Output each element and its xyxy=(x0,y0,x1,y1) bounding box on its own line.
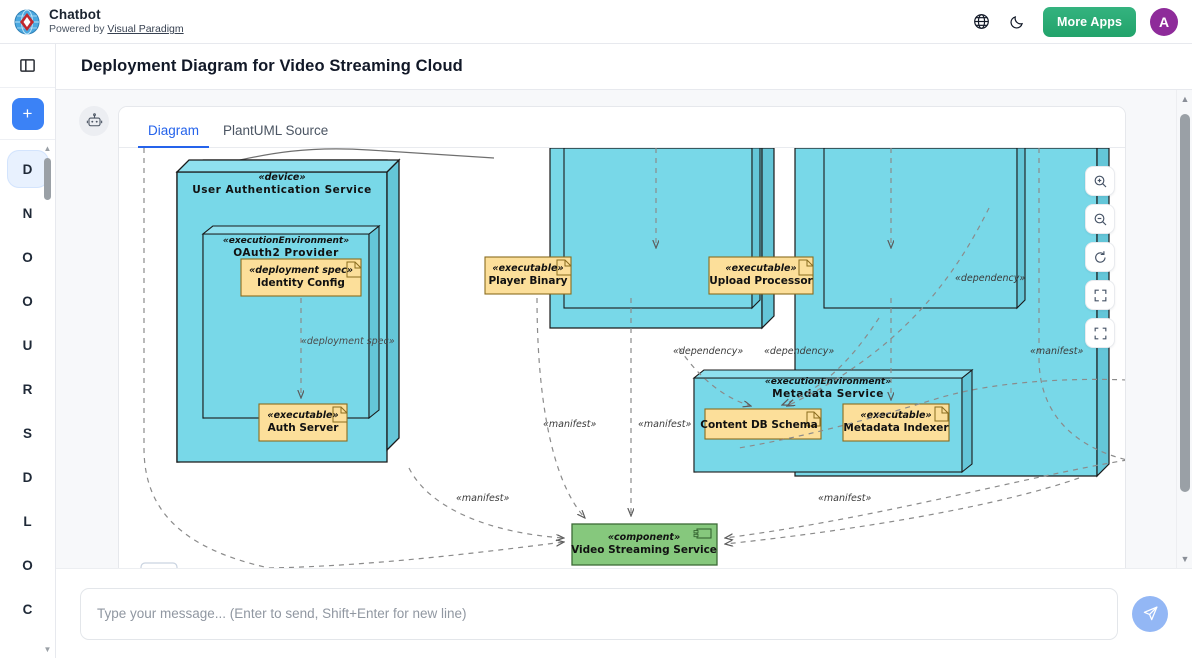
svg-text:Video Streaming Service: Video Streaming Service xyxy=(571,544,717,556)
svg-text:OAuth2 Provider: OAuth2 Provider xyxy=(233,247,339,259)
page-title: Deployment Diagram for Video Streaming C… xyxy=(81,57,463,75)
diagram-tabs: Diagram PlantUML Source xyxy=(119,107,1125,148)
artifact-auth-server: «executable» Auth Server xyxy=(258,403,348,442)
svg-text:Auth Server: Auth Server xyxy=(268,422,340,434)
rail-item-8[interactable]: L xyxy=(23,513,32,529)
node-oauth2-provider: «executionEnvironment» OAuth2 Provider xyxy=(201,224,381,420)
clipped-bottom-left-shape xyxy=(140,562,178,568)
artifact-metadata-indexer: «executable» Metadata Indexer xyxy=(842,403,950,442)
new-chat-button[interactable]: + xyxy=(11,97,44,130)
zoom-toolbar xyxy=(1085,166,1115,348)
zoom-out-icon[interactable] xyxy=(1085,204,1115,234)
rail-item-10[interactable]: C xyxy=(22,601,33,617)
rail-item-9[interactable]: O xyxy=(22,557,33,573)
chat-composer xyxy=(56,568,1192,658)
edge-label: «dependency» xyxy=(955,273,1025,284)
svg-text:«executionEnvironment»: «executionEnvironment» xyxy=(223,236,349,246)
artifact-upload-processor: «executable» Upload Processor xyxy=(708,256,814,295)
language-globe-icon[interactable] xyxy=(971,11,993,33)
focus-icon[interactable] xyxy=(1085,318,1115,348)
conversation-list: D N O O U R S D L O C ▲ ▼ xyxy=(0,140,55,658)
svg-text:Upload Processor: Upload Processor xyxy=(709,275,813,287)
diagram-card: Diagram PlantUML Source xyxy=(118,106,1126,568)
top-header: Chatbot Powered by Visual Paradigm Mor xyxy=(0,0,1192,44)
uml-deployment-diagram: «device» User Authentication Service «ex… xyxy=(140,148,1125,568)
page-title-bar: Deployment Diagram for Video Streaming C… xyxy=(56,44,1192,90)
brand-text: Chatbot Powered by Visual Paradigm xyxy=(49,6,184,35)
svg-text:«deployment spec»: «deployment spec» xyxy=(301,336,395,347)
svg-text:Metadata Service: Metadata Service xyxy=(772,388,884,400)
workspace-scrollbar[interactable]: ▲ ▼ xyxy=(1176,90,1192,568)
rail-item-0[interactable]: D xyxy=(6,150,49,188)
workspace-scroll-down-icon[interactable]: ▼ xyxy=(1180,554,1190,564)
svg-text:«executable»: «executable» xyxy=(492,263,563,274)
workspace-scroll-up-icon[interactable]: ▲ xyxy=(1180,94,1190,104)
new-chat-container: + xyxy=(0,88,55,140)
svg-text:«executable»: «executable» xyxy=(267,410,338,421)
edge-label: «dependency» xyxy=(764,346,834,357)
svg-text:«deployment spec»: «deployment spec» xyxy=(249,265,353,276)
rail-scrollbar[interactable]: ▲ ▼ xyxy=(43,144,52,654)
component-video-streaming-service: «component» Video Streaming Service xyxy=(571,523,718,566)
zoom-in-icon[interactable] xyxy=(1085,166,1115,196)
rail-item-4[interactable]: U xyxy=(22,337,33,353)
svg-text:Player Binary: Player Binary xyxy=(488,275,567,287)
svg-text:Content DB Schema: Content DB Schema xyxy=(700,419,817,431)
edge-label: «dependency» xyxy=(673,346,743,357)
svg-text:Identity Config: Identity Config xyxy=(257,277,345,289)
svg-text:«executable»: «executable» xyxy=(725,263,796,274)
node-metadata-service: «executionEnvironment» Metadata Service … xyxy=(692,368,974,474)
rail-item-5[interactable]: R xyxy=(22,381,33,397)
edge-label: «manifest» xyxy=(818,493,871,504)
reset-view-icon[interactable] xyxy=(1085,242,1115,272)
rail-item-3[interactable]: O xyxy=(22,293,33,309)
edge-label: «manifest» xyxy=(456,493,509,504)
node-middle-clipped xyxy=(549,148,775,330)
svg-text:«component»: «component» xyxy=(608,532,680,543)
send-icon[interactable] xyxy=(1132,595,1168,632)
visual-paradigm-logo-icon xyxy=(14,9,40,35)
powered-by-text: Powered by xyxy=(49,23,108,36)
rail-item-6[interactable]: S xyxy=(22,425,32,441)
brand: Chatbot Powered by Visual Paradigm xyxy=(14,6,184,35)
brand-title: Chatbot xyxy=(49,6,101,22)
user-avatar[interactable]: A xyxy=(1150,7,1178,36)
svg-text:«executable»: «executable» xyxy=(860,410,931,421)
message-input[interactable] xyxy=(80,587,1118,640)
sidebar-toggle-icon[interactable] xyxy=(0,44,55,88)
node-user-authentication-service: «device» User Authentication Service «ex… xyxy=(175,158,401,463)
diagram-canvas[interactable]: «device» User Authentication Service «ex… xyxy=(119,148,1125,568)
svg-text:«device»: «device» xyxy=(258,172,305,183)
tab-diagram[interactable]: Diagram xyxy=(136,123,211,148)
rail-scroll-thumb[interactable] xyxy=(44,158,51,200)
artifact-player-binary: «executable» Player Binary xyxy=(484,256,572,295)
rail-scroll-up-icon[interactable]: ▲ xyxy=(43,144,52,153)
artifact-content-db-schema: Content DB Schema xyxy=(700,408,822,440)
svg-text:«executionEnvironment»: «executionEnvironment» xyxy=(765,377,891,387)
edge-label: «manifest» xyxy=(1030,346,1083,357)
svg-text:Metadata Indexer: Metadata Indexer xyxy=(843,422,949,434)
tab-plantuml-source[interactable]: PlantUML Source xyxy=(211,123,340,147)
workspace: Diagram PlantUML Source xyxy=(56,90,1192,568)
workspace-scroll-thumb[interactable] xyxy=(1180,114,1190,492)
edge-label: «manifest» xyxy=(638,419,691,430)
brand-subtitle: Powered by Visual Paradigm xyxy=(49,24,184,35)
rail-item-7[interactable]: D xyxy=(22,469,33,485)
assistant-bot-icon xyxy=(79,106,109,136)
more-apps-button[interactable]: More Apps xyxy=(1042,6,1136,37)
left-rail: + D N O O U R S D L O C ▲ ▼ xyxy=(0,44,56,658)
rail-item-1[interactable]: N xyxy=(22,205,33,221)
edge-label: «manifest» xyxy=(543,419,596,430)
header-actions: More Apps A xyxy=(971,6,1178,37)
dark-mode-moon-icon[interactable] xyxy=(1007,11,1029,33)
svg-text:User Authentication Service: User Authentication Service xyxy=(192,184,371,196)
fit-screen-icon[interactable] xyxy=(1085,280,1115,310)
rail-item-2[interactable]: O xyxy=(22,249,33,265)
artifact-identity-config: «deployment spec» Identity Config xyxy=(240,258,362,297)
edge-label-group: «dependency» «dependency» «dependency» «… xyxy=(456,273,1083,504)
visual-paradigm-link[interactable]: Visual Paradigm xyxy=(107,23,184,36)
rail-scroll-down-icon[interactable]: ▼ xyxy=(43,645,52,654)
